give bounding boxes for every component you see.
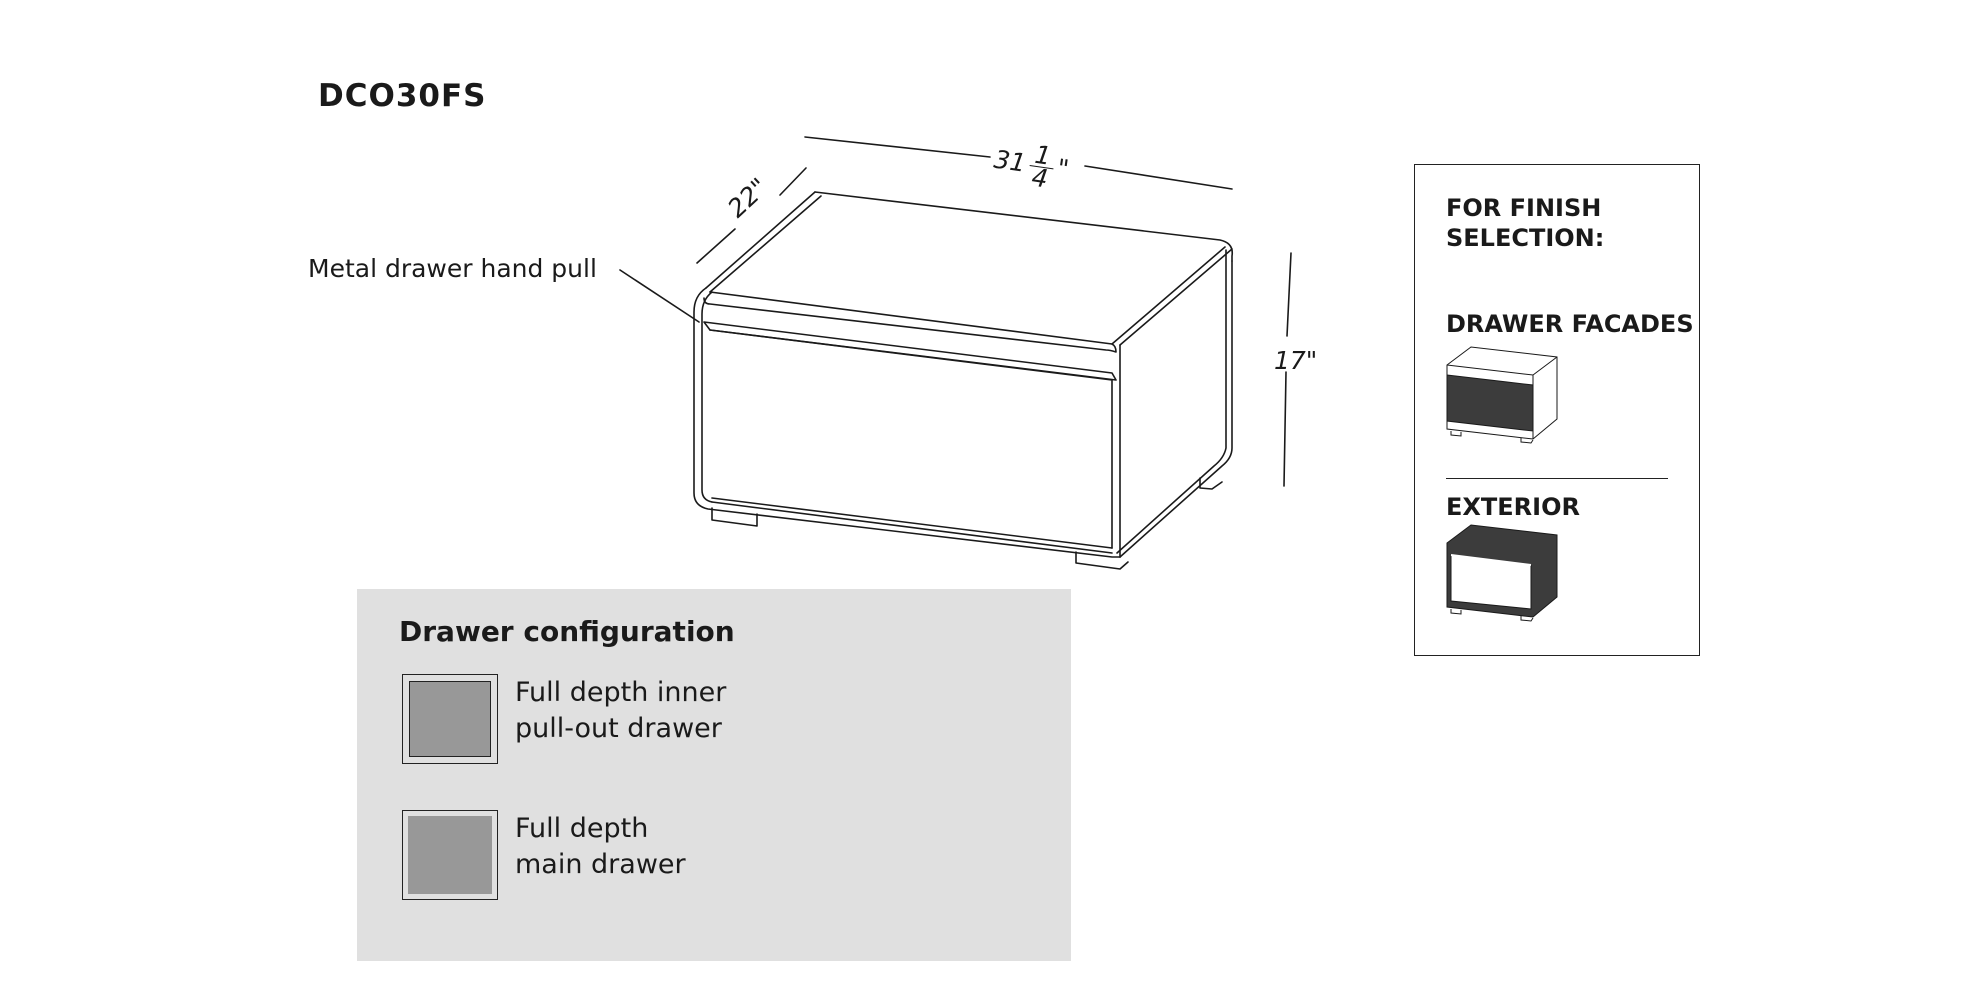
cabinet-front-frame-outer <box>693 287 1121 558</box>
main-drawer-swatch <box>402 810 498 900</box>
cabinet-top-back-edge <box>814 191 1234 262</box>
height-dimension-line-upper <box>1286 252 1292 337</box>
main-drawer-swatch-fill <box>408 816 492 894</box>
inner-drawer-label-line1: Full depth inner <box>515 677 727 708</box>
drawer-front-bottom-edge-2 <box>711 501 1113 554</box>
height-dimension-line-lower <box>1283 371 1287 487</box>
finish-heading: FOR FINISH SELECTION: <box>1446 193 1604 253</box>
main-drawer-label-line2: main drawer <box>515 849 686 880</box>
width-dimension-line-left <box>804 136 991 158</box>
exterior-label: EXTERIOR <box>1446 493 1580 521</box>
finish-selection-box: FOR FINISH SELECTION: DRAWER FACADES EXT… <box>1414 164 1700 656</box>
inner-drawer-label-line2: pull-out drawer <box>515 713 722 744</box>
depth-dimension-line-lower <box>696 228 736 264</box>
inner-drawer-swatch <box>402 674 498 764</box>
exterior-thumbnail <box>1446 524 1558 622</box>
drawer-front-right-edge <box>709 329 1113 549</box>
inner-drawer-label: Full depth inner pull-out drawer <box>515 675 726 747</box>
drawer-configuration-title: Drawer configuration <box>399 615 735 648</box>
finish-divider <box>1446 478 1668 479</box>
width-fraction-denominator: 4 <box>1029 162 1050 194</box>
drawer-facades-label: DRAWER FACADES <box>1446 310 1694 338</box>
width-dimension-line-right <box>1084 165 1233 190</box>
finish-heading-line2: SELECTION: <box>1446 224 1605 252</box>
leg-front-right <box>1075 551 1129 570</box>
hand-pull-callout-label: Metal drawer hand pull <box>308 254 597 283</box>
finish-heading-line1: FOR FINISH <box>1446 194 1602 222</box>
cabinet-top-right-outer-edge <box>1119 248 1233 346</box>
hand-pull-leader-line <box>619 269 700 323</box>
depth-dimension-line-upper <box>779 167 807 196</box>
cabinet-top-left-inner-edge <box>709 195 822 293</box>
cabinet-right-side-edge <box>1119 260 1233 558</box>
drawer-top-band <box>703 291 1117 353</box>
cabinet-front-frame-inner <box>701 291 713 503</box>
width-whole: 31 <box>992 144 1028 178</box>
height-dimension-label: 17" <box>1274 346 1318 375</box>
cabinet-top-right-edge <box>1111 246 1226 345</box>
drawer-configuration-panel: Drawer configuration Full depth inner pu… <box>357 589 1071 961</box>
cabinet-top-left-edge <box>705 191 816 289</box>
inner-drawer-swatch-fill <box>409 681 491 757</box>
main-drawer-label-line1: Full depth <box>515 813 649 844</box>
leg-front-left <box>711 507 758 527</box>
cabinet-right-side-inner-edge <box>1116 249 1227 554</box>
main-drawer-label: Full depth main drawer <box>515 811 686 883</box>
drawer-facades-thumbnail <box>1446 346 1558 444</box>
drawer-front-bottom-edge <box>711 497 1113 549</box>
drawer-hand-pull <box>703 321 1117 381</box>
model-title: DCO30FS <box>318 78 487 114</box>
leg-back-right <box>1199 477 1223 490</box>
